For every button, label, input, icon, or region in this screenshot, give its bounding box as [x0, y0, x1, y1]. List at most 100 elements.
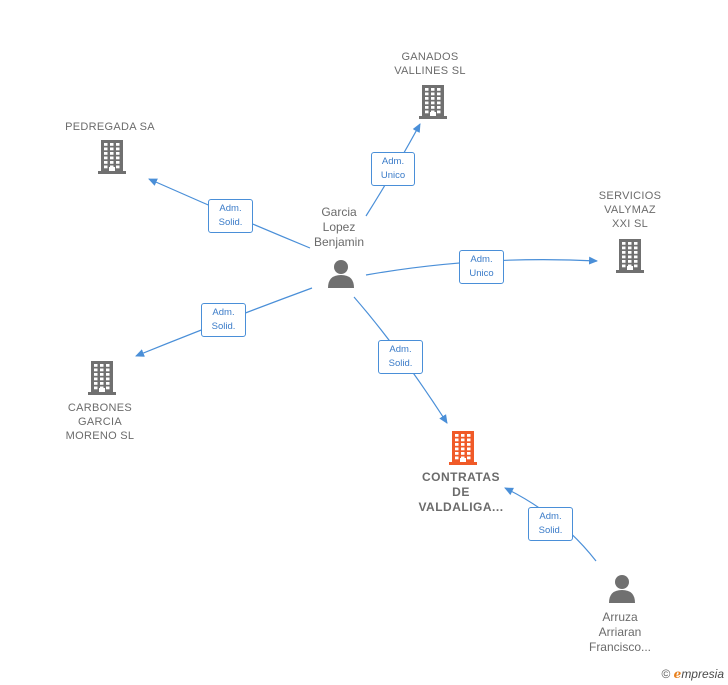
building-window: [437, 101, 441, 105]
building-window: [106, 377, 110, 381]
building-window: [634, 251, 638, 254]
building-window: [634, 255, 638, 259]
building-window: [110, 143, 114, 146]
building-window: [467, 452, 471, 455]
building-window: [106, 373, 110, 376]
building-window: [100, 373, 104, 376]
building-window: [100, 368, 104, 372]
building-window: [110, 152, 114, 155]
building-icon[interactable]: [419, 85, 447, 119]
building-window: [116, 152, 120, 155]
building-window: [622, 242, 626, 245]
building-window: [628, 260, 632, 263]
building-door: [430, 112, 436, 116]
company-label-ganados[interactable]: GANADOS VALLINES SL: [394, 51, 466, 77]
building-window: [628, 246, 632, 250]
building-window: [634, 246, 638, 250]
building-window: [455, 452, 459, 455]
edge-badge-contratas[interactable]: Adm. Solid.: [378, 340, 423, 374]
edge-badge-arruza[interactable]: Adm. Solid.: [528, 507, 573, 541]
building-window: [106, 364, 110, 367]
building-window: [94, 382, 98, 385]
building-window: [622, 251, 626, 254]
building-window: [461, 452, 465, 455]
building-window: [622, 255, 626, 259]
building-window: [431, 97, 435, 100]
building-window: [634, 242, 638, 245]
building-window: [425, 97, 429, 100]
building-window: [461, 434, 465, 437]
building-window: [425, 101, 429, 105]
building-window: [116, 143, 120, 146]
building-icon[interactable]: [98, 140, 126, 174]
building-window: [461, 443, 465, 446]
company-label-carbones[interactable]: CARBONES GARCIA MORENO SL: [65, 402, 135, 442]
building-window: [622, 260, 626, 263]
building-window: [100, 364, 104, 367]
person-label-arruza[interactable]: Arruza Arriaran Francisco...: [588, 610, 651, 654]
person-label-garcia[interactable]: Garcia Lopez Benjamin: [313, 205, 365, 249]
building-window: [467, 443, 471, 446]
building-window: [628, 255, 632, 259]
building-window: [431, 106, 435, 109]
edge-badge-pedregada[interactable]: Adm. Solid.: [208, 199, 253, 233]
building-window: [116, 147, 120, 151]
building-window: [467, 456, 471, 460]
building-icon[interactable]: [616, 239, 644, 273]
building-window: [100, 377, 104, 381]
building-window: [628, 242, 632, 245]
building-window: [455, 434, 459, 437]
building-window: [104, 143, 108, 146]
building-door: [99, 388, 105, 392]
building-window: [634, 260, 638, 263]
building-window: [437, 92, 441, 96]
brand-name: mpresia: [681, 667, 724, 681]
building-window: [467, 447, 471, 451]
building-window: [104, 165, 108, 169]
building-window: [110, 156, 114, 160]
building-window: [100, 382, 104, 385]
brand-logo: © empresia: [661, 667, 724, 681]
building-window: [110, 161, 114, 164]
building-window: [437, 97, 441, 100]
building-icon[interactable]: [88, 361, 116, 395]
person-icon[interactable]: [609, 575, 635, 603]
company-label-servicios[interactable]: SERVICIOS VALYMAZ XXI SL: [598, 190, 662, 230]
building-window: [431, 101, 435, 105]
building-window: [425, 92, 429, 96]
building-window: [628, 264, 632, 268]
building-window: [100, 386, 104, 390]
building-window: [106, 382, 110, 385]
building-window: [461, 456, 465, 460]
building-window: [425, 88, 429, 91]
building-window: [437, 110, 441, 114]
building-window: [431, 88, 435, 91]
building-window: [94, 364, 98, 367]
edge-badge-servicios[interactable]: Adm. Unico: [459, 250, 504, 284]
building-window: [94, 386, 98, 390]
building-window: [110, 147, 114, 151]
building-window: [425, 106, 429, 109]
copyright-symbol: ©: [661, 667, 671, 681]
company-label-pedregada[interactable]: PEDREGADA SA: [65, 121, 155, 133]
building-window: [431, 110, 435, 114]
person-icon[interactable]: [328, 260, 354, 288]
building-window: [467, 434, 471, 437]
building-window: [106, 386, 110, 390]
building-window: [104, 161, 108, 164]
building-door: [460, 458, 466, 462]
building-window: [455, 443, 459, 446]
edge-badge-carbones[interactable]: Adm. Solid.: [201, 303, 246, 337]
building-window: [622, 264, 626, 268]
building-window: [634, 264, 638, 268]
building-icon-focus[interactable]: [449, 431, 477, 465]
edge-badge-ganados[interactable]: Adm. Unico: [371, 152, 415, 186]
building-window: [431, 92, 435, 96]
building-door: [109, 167, 115, 171]
building-window: [104, 156, 108, 160]
building-window: [116, 161, 120, 164]
building-base: [449, 462, 477, 465]
company-label-contratas[interactable]: CONTRATAS DE VALDALIGA...: [418, 470, 504, 514]
building-window: [628, 251, 632, 254]
